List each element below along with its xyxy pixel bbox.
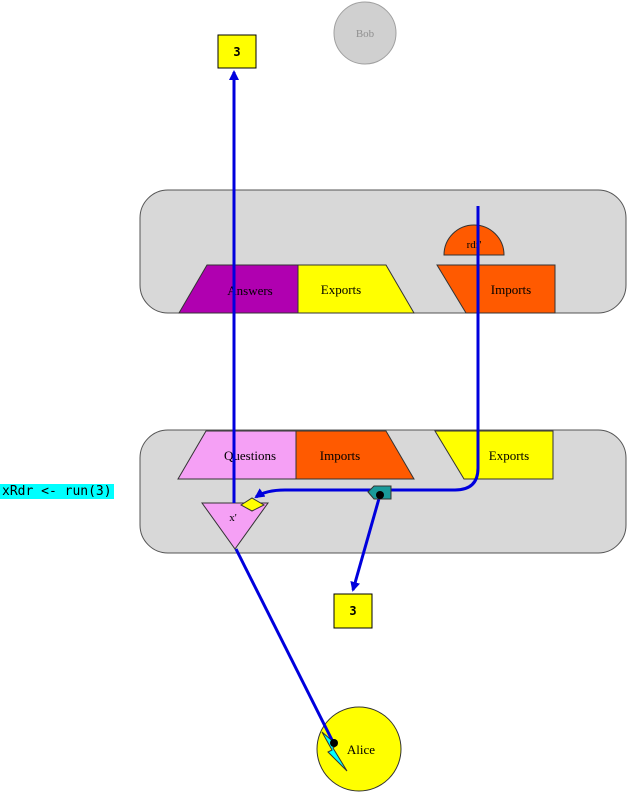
local-promise-label: x' (229, 512, 237, 524)
answers-label: Answers (227, 283, 273, 298)
upper-imports-table (436, 264, 556, 314)
top-value-text: 3 (233, 45, 240, 59)
questions-label: Questions (224, 448, 276, 463)
arrow-export-to-bottom-value (350, 494, 382, 592)
remote-promise-dome (443, 224, 505, 256)
upper-exports-label: Exports (321, 282, 361, 297)
arrow-remote-promise-to-local (254, 206, 480, 499)
alice-lightning-icon (321, 731, 348, 772)
arrow-alice-to-promise (234, 548, 335, 743)
bottom-value-box: 3 (333, 593, 373, 629)
upper-exports-table (297, 264, 415, 314)
upper-vat: Answers Exports Imports rdr' (139, 189, 627, 314)
arrows (229, 70, 480, 743)
upper-imports-label: Imports (491, 282, 531, 297)
top-value-box: 3 (217, 34, 257, 69)
lower-exports-table (434, 430, 554, 480)
lower-imports-table (295, 430, 415, 480)
lower-exports-label: Exports (489, 448, 529, 463)
alice-label: Alice (347, 742, 375, 757)
lower-imports-label: Imports (320, 448, 360, 463)
bottom-value-text: 3 (349, 604, 356, 618)
bob-label: Bob (356, 28, 375, 40)
export-marker (367, 485, 392, 500)
code-label: xRdr <- run(3) (0, 484, 114, 499)
bob-node: Bob (333, 1, 397, 65)
alice-node: Alice (316, 706, 402, 792)
resolver-diamond (240, 497, 266, 512)
